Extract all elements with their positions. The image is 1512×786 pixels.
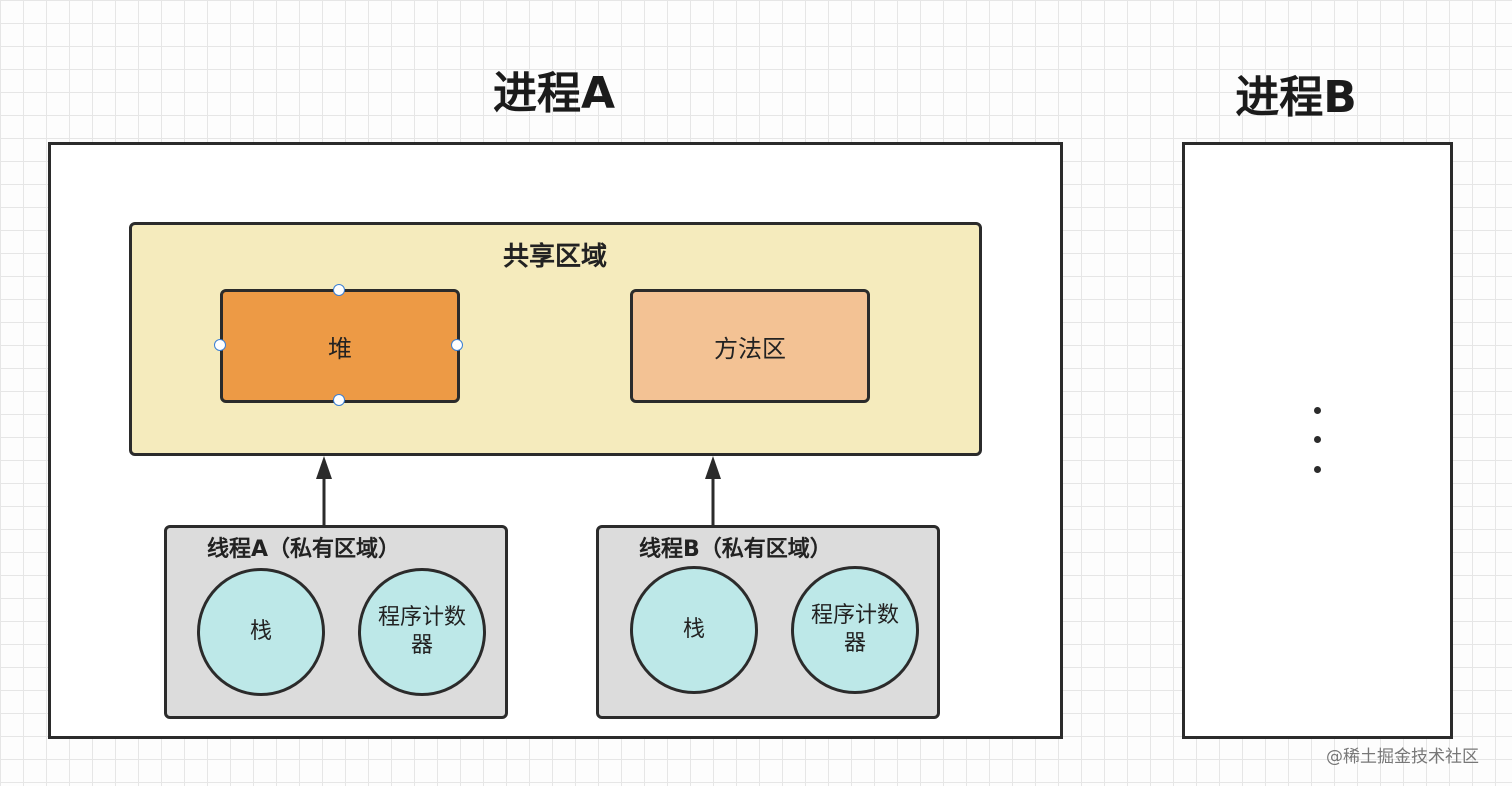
ellipsis-dot — [1314, 436, 1321, 443]
ellipsis-dot — [1314, 407, 1321, 414]
thread-a-stack[interactable]: 栈 — [197, 568, 325, 696]
method-area-block[interactable]: 方法区 — [630, 289, 870, 403]
thread-b-title: 线程B（私有区域） — [639, 537, 832, 562]
heap-label: 堆 — [328, 334, 352, 363]
thread-a-title: 线程A（私有区域） — [207, 537, 401, 562]
method-area-label: 方法区 — [714, 334, 786, 363]
thread-b-stack[interactable]: 栈 — [630, 566, 758, 694]
thread-b-stack-label: 栈 — [682, 617, 705, 642]
process-b-title: 进程B — [1235, 72, 1357, 123]
selection-handle-bottom[interactable] — [333, 394, 345, 406]
ellipsis-dot — [1314, 466, 1321, 473]
process-a-title: 进程A — [492, 68, 616, 119]
watermark: @稀土掘金技术社区 — [1326, 747, 1479, 767]
thread-a-program-counter[interactable]: 程序计数器 — [358, 568, 486, 696]
thread-b-pc-label: 程序计数器 — [810, 603, 899, 656]
shared-area-title: 共享区域 — [502, 242, 607, 272]
selection-handle-left[interactable] — [214, 339, 226, 351]
selection-handle-right[interactable] — [451, 339, 463, 351]
selection-handle-top[interactable] — [333, 284, 345, 296]
arrow-thread-a-to-shared[interactable] — [316, 456, 332, 525]
thread-a-stack-label: 栈 — [249, 619, 272, 644]
thread-b-program-counter[interactable]: 程序计数器 — [791, 566, 919, 694]
arrow-thread-b-to-shared[interactable] — [705, 456, 721, 525]
thread-a-pc-label: 程序计数器 — [377, 605, 466, 658]
